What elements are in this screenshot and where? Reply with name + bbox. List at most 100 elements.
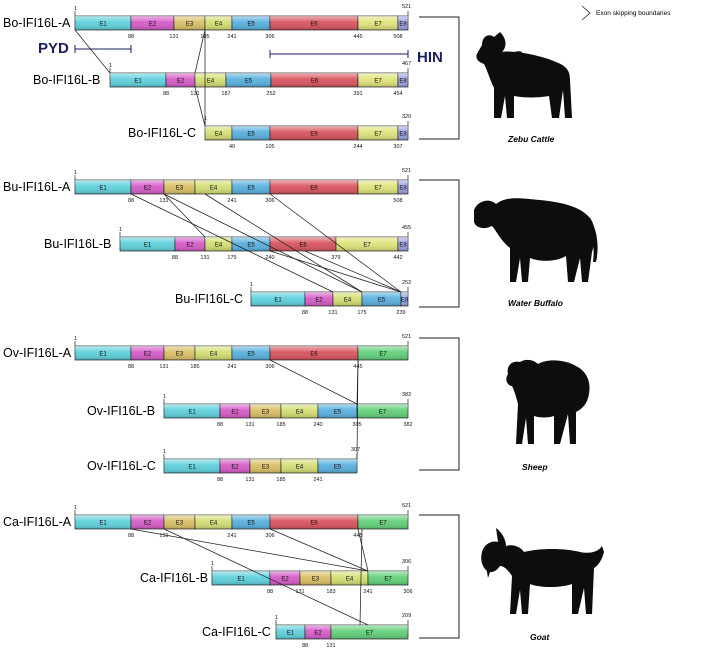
exon-shading [164, 346, 195, 360]
exon-E2: E2 131 [130, 345, 169, 370]
boundary-position: 131 [159, 364, 168, 370]
exon-shading [333, 292, 362, 306]
boundary-position: 175 [357, 310, 366, 316]
exon-label: E8 [399, 132, 407, 138]
exon-E7: E7 [357, 514, 409, 530]
exon-label: E5 [247, 186, 255, 192]
legend: Exon skipping boundaries [581, 5, 671, 21]
pyd-domain-label: PYD [38, 40, 69, 57]
exon-shading [276, 625, 305, 639]
hin-domain-label: HIN [417, 49, 443, 66]
domain-annotations: PYD HIN [38, 40, 443, 66]
exon-shading [131, 346, 164, 360]
exon-label: E5 [245, 79, 253, 85]
exon-shading [195, 515, 232, 529]
end-residue: 467 [402, 61, 411, 67]
exon-shading [232, 180, 270, 194]
exon-label: E2 [144, 352, 152, 358]
exon-label: E1 [274, 298, 282, 304]
transcript-name: Ca-IFI16L-A [3, 515, 72, 529]
boundary-position: 241 [313, 477, 322, 483]
exon-label: E5 [247, 22, 255, 28]
exon-shading [305, 292, 333, 306]
skip-connector-line [357, 528, 369, 572]
exon-label: E4 [344, 298, 352, 304]
start-residue: 1 [163, 394, 166, 400]
exon-shading [110, 73, 166, 87]
exon-shading [300, 571, 331, 585]
exon-shading [205, 16, 232, 30]
exon-shading [166, 73, 195, 87]
skip-connector-line [130, 528, 369, 572]
exon-label: E5 [247, 132, 255, 138]
boundary-position: 239 [396, 310, 405, 316]
exon-label: E7 [363, 243, 371, 249]
exon-shading [174, 16, 205, 30]
exon-E8: E8 [397, 72, 409, 88]
exon-shading [205, 237, 232, 251]
exon-shading [195, 180, 232, 194]
skip-connector-line [194, 29, 206, 74]
boundary-position: 379 [331, 255, 340, 261]
exon-shading [270, 237, 336, 251]
boundary-position: 185 [276, 422, 285, 428]
exon-E8: E8 [397, 236, 409, 252]
exon-shading [120, 237, 175, 251]
exon-E7: E7 [330, 624, 409, 640]
exon-label: E1 [99, 352, 107, 358]
exon-shading [270, 126, 358, 140]
exon-shading [357, 404, 408, 418]
end-residue: 209 [402, 613, 411, 619]
exon-E8: E8 [400, 291, 409, 307]
exon-label: E4 [346, 577, 354, 583]
skip-connector-line [356, 359, 359, 460]
transcript-name: Bo-IFI16L-C [128, 126, 196, 140]
exon-label: E3 [176, 186, 184, 192]
exon-label: E5 [247, 521, 255, 527]
exon-shading [331, 571, 368, 585]
boundary-position: 382 [403, 422, 412, 428]
transcript-name: Ov-IFI16L-B [87, 404, 155, 418]
legend-bracket-icon [581, 5, 591, 21]
exon-label: E3 [176, 352, 184, 358]
boundary-position: 445 [353, 34, 362, 40]
boundary-position: 187 [221, 91, 230, 97]
boundary-position: 88 [217, 477, 223, 483]
exon-shading [358, 73, 398, 87]
exon-shading [270, 515, 358, 529]
exon-label: E7 [374, 22, 382, 28]
skip-connector-line [163, 193, 206, 238]
exon-shading [164, 180, 195, 194]
exon-skipping-connectors [74, 29, 402, 626]
exon-label: E5 [334, 410, 342, 416]
buffalo-bracket [419, 179, 460, 308]
boundary-position: 306 [265, 533, 274, 539]
exon-shading [358, 515, 408, 529]
skip-connector-line [304, 250, 402, 293]
exon-shading [250, 404, 281, 418]
exon-label: E5 [334, 465, 342, 471]
skip-connector-line [163, 528, 369, 626]
exon-label: E6 [310, 352, 318, 358]
skip-connector-line [359, 528, 363, 626]
